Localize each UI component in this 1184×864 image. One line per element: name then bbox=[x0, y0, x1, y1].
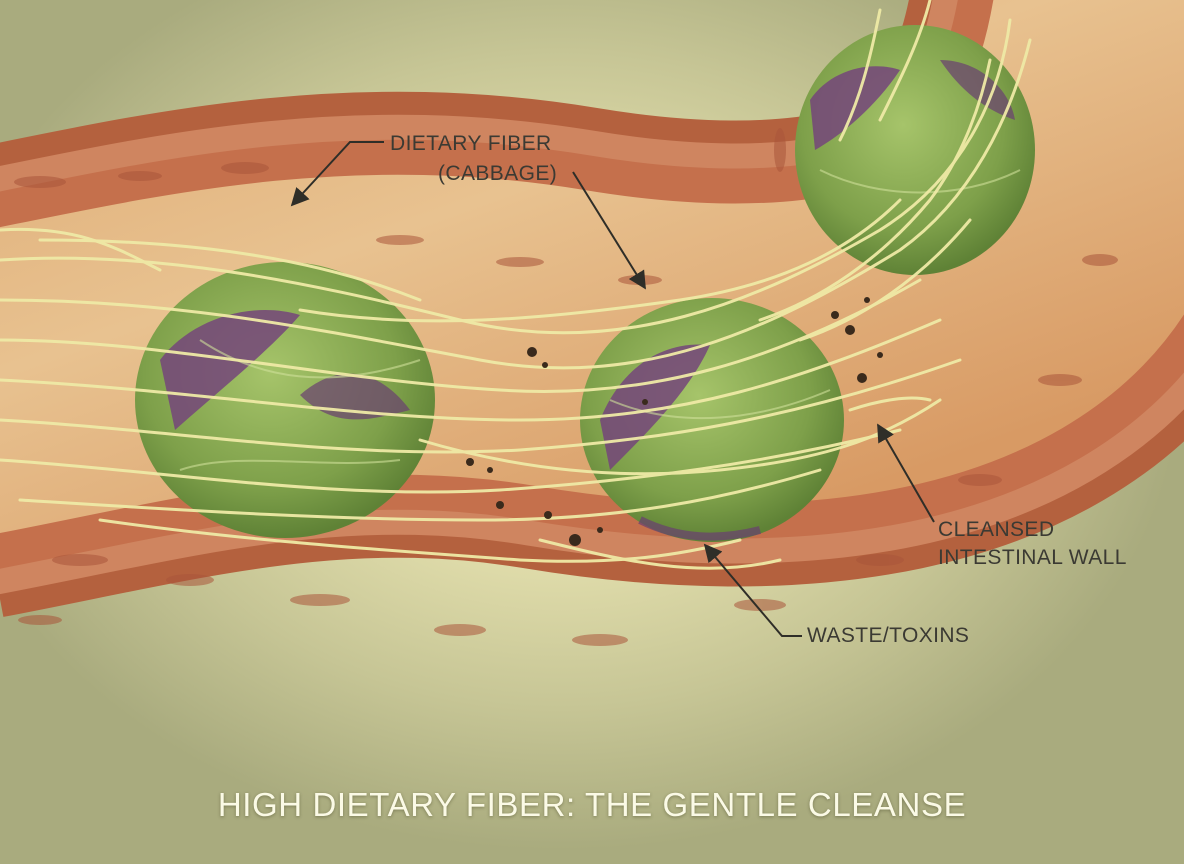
label-waste-toxins: WASTE/TOXINS bbox=[807, 622, 969, 650]
label-cabbage: (CABBAGE) bbox=[438, 160, 557, 188]
label-cleansed: CLEANSED bbox=[938, 516, 1054, 544]
label-dietary-fiber: DIETARY FIBER bbox=[390, 130, 552, 158]
label-intestinal-wall: INTESTINAL WALL bbox=[938, 544, 1127, 572]
page-title: HIGH DIETARY FIBER: THE GENTLE CLEANSE bbox=[0, 786, 1184, 824]
cabbage-middle bbox=[580, 298, 844, 542]
